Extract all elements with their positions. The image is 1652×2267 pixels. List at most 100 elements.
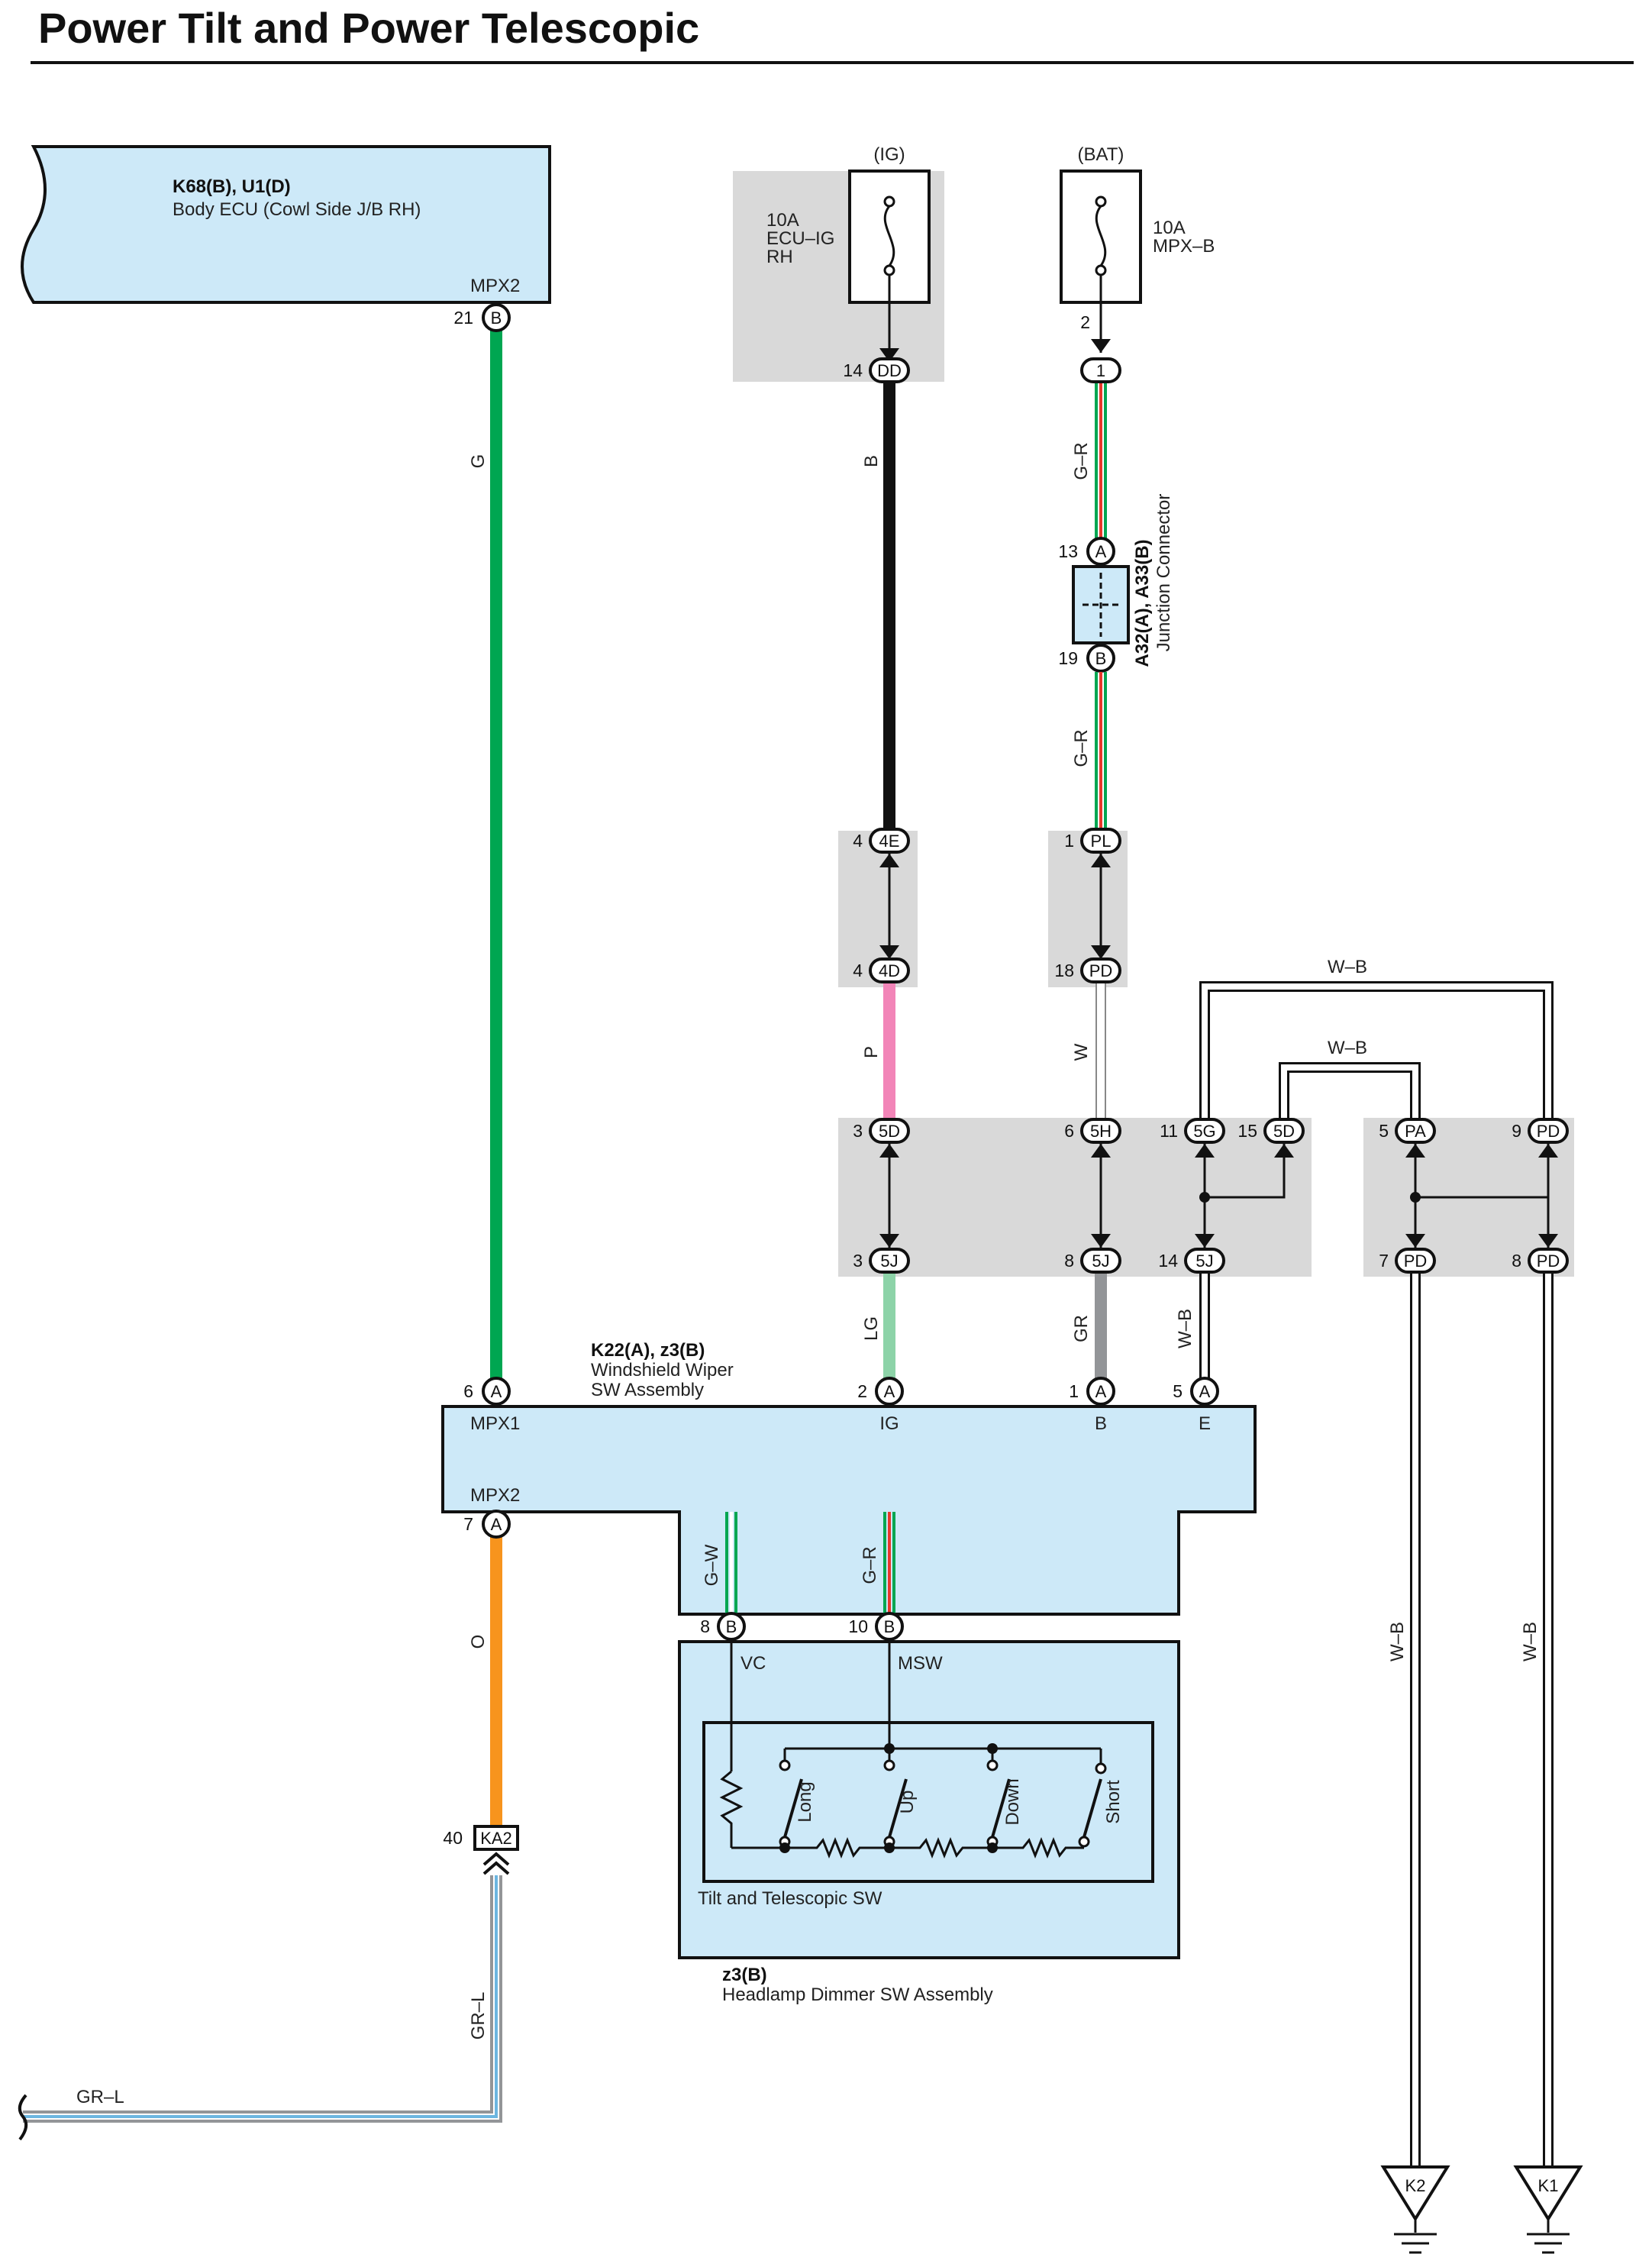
ladder-node-1 [779,1842,790,1853]
conn-5j-14-code: 5J [1195,1251,1213,1271]
conn-dd-num: 14 [843,360,863,380]
dimmer-msw: MSW [898,1653,943,1674]
conn-4d-code: 4D [879,961,900,980]
wiper-e-term: E [1199,1413,1211,1434]
fuse-ig-amp: 10A [766,210,799,231]
switch-short-label: Short [1103,1780,1124,1824]
conn-ka2-code: KA2 [480,1829,512,1848]
conn-bat-1 [1080,357,1121,383]
conn-4e-num: 4 [853,831,863,851]
junction-codes: A32(A), A33(B) [1132,539,1153,667]
switch-long-label: Long [795,1781,815,1822]
conn-5j-14-num: 14 [1158,1251,1178,1271]
conn-pd18-num: 18 [1054,961,1074,980]
conn-dd-code: DD [877,361,902,380]
conn-5j-3-code: 5J [880,1251,898,1271]
wiper-b-term: B [1095,1413,1107,1434]
conn-4d-num: 4 [853,961,863,980]
fuse-bat-arrow [1091,339,1111,353]
pin-wiper-6-num: 6 [463,1381,473,1401]
conn-4e [869,828,910,854]
conn-5d-3 [869,1118,910,1144]
ground-k1-label: K1 [1538,2176,1559,2195]
wire-w-b-k1-label: W–B [1520,1622,1541,1661]
wire-b-label: B [861,455,882,467]
fuse-bat-pin-num: 2 [1080,312,1090,332]
switch-down-label: Down [1002,1778,1023,1825]
wiper-switch-lower-box [678,1510,1180,1616]
wire-g-r-upper-label: G–R [1071,442,1092,480]
fuse-bat-name: MPX–B [1153,236,1215,257]
pin-ecu-21 [482,303,511,332]
pin-wiper-6-letter: A [491,1382,502,1401]
pin-ecu-21-num: 21 [453,308,473,328]
conn-5j-8-num: 8 [1064,1251,1074,1271]
pin-junction-13-letter: A [1095,542,1107,561]
wire-w-b-loop-inner-label: W–B [1328,1038,1367,1058]
pin-dimmer-8-num: 8 [700,1616,710,1636]
pin-wiper-2-num: 2 [857,1381,867,1401]
conn-5j-8-code: 5J [1092,1251,1109,1271]
dimmer-codes: z3(B) [722,1965,767,1985]
wiper-codes: K22(A), z3(B) [591,1340,705,1361]
msw-splice [884,1743,895,1754]
wire-o-label: O [468,1635,489,1649]
wire-w-b-e-label: W–B [1175,1309,1195,1348]
wire-g-r-middle [1095,672,1107,840]
conn-5d-3-code: 5D [879,1122,900,1141]
pin-wiper-5-letter: A [1199,1382,1211,1401]
conn-pd8-num: 8 [1512,1251,1521,1271]
ground-k1 [1513,2165,1583,2254]
switch-down [986,1759,1011,1848]
conn-5d-15-code: 5D [1273,1122,1295,1141]
pin-wiper-7-num: 7 [463,1514,473,1534]
fuse-bat-element [1095,205,1107,266]
wire-break-mark [18,2094,28,2141]
body-ecu-mpx2: MPX2 [470,276,520,296]
pin-junction-19-num: 19 [1058,648,1078,668]
pin-junction-13 [1086,537,1115,566]
conn-ka2-num: 40 [443,1828,463,1848]
conn-dd [869,357,910,383]
conn-pd7-num: 7 [1379,1251,1389,1271]
pin-dimmer-8-letter: B [726,1617,737,1636]
wire-g-label: G [468,454,489,469]
wire-g-r-inner [883,1512,895,1626]
pin-dimmer-8 [717,1612,746,1641]
pin-wiper-1-letter: A [1095,1382,1107,1401]
pin-wiper-7 [482,1510,511,1539]
conn-pl-num: 1 [1064,831,1074,851]
body-ecu-name: Body ECU (Cowl Side J/B RH) [173,199,421,220]
wire-w-b-loop-outer-label: W–B [1328,957,1367,977]
conn-4d-down-arrow [879,945,899,959]
pin-wiper-1-num: 1 [1069,1381,1079,1401]
wire-g-r-inner-label: G–R [860,1546,880,1584]
wiper-ig-term: IG [879,1413,899,1434]
conn-5h-code: 5H [1090,1122,1112,1141]
conn-ka2-chevron-2 [482,1861,510,1875]
fuse-ig-top-terminal [883,195,895,208]
ladder-node-3 [987,1842,998,1853]
wire-lg-label: LG [861,1316,882,1341]
ground-k2-label: K2 [1405,2176,1426,2195]
pin-wiper-7-letter: A [491,1515,502,1534]
fuse-bat-supply: (BAT) [1078,144,1124,165]
fuse-bat-bottom-terminal [1095,264,1107,276]
fuse-bat-amp: 10A [1153,218,1186,238]
jb-splice-pa [1410,1192,1421,1203]
wire-gr-l [23,1875,502,2123]
body-ecu-codes: K68(B), U1(D) [173,176,291,197]
wire-gr-l-horizontal-label: GR–L [76,2087,124,2107]
dimmer-vc: VC [740,1653,766,1674]
pin-dimmer-10 [875,1612,904,1641]
conn-5h-num: 6 [1064,1121,1074,1141]
pin-wiper-5-num: 5 [1173,1381,1183,1401]
conn-pd9 [1528,1118,1569,1144]
wiper-line1: Windshield Wiper [591,1360,734,1381]
fuse-ig-arrow [879,348,899,362]
wire-g-r-upper [1095,370,1107,551]
conn-pd9-num: 9 [1512,1121,1521,1141]
tilt-telescopic-switch-label: Tilt and Telescopic SW [698,1888,882,1909]
conn-pa-code: PA [1405,1122,1426,1141]
